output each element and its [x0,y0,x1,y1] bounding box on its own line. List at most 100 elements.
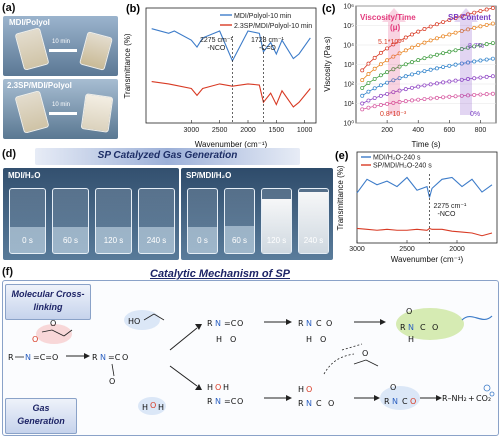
data-point [428,96,433,101]
data-point [453,30,458,35]
data-point [391,42,396,47]
data-point [416,58,421,63]
panel-d-left-caption: MDI/H₂O [8,171,41,180]
data-point [372,104,377,109]
vial-icon: 240 s [298,188,329,254]
svg-text:N: N [25,353,31,362]
urethane-product: O R N C O H [400,307,438,344]
released-catalyst: O [353,349,379,367]
vial-icon [80,93,114,133]
data-point [391,90,396,95]
data-point [472,59,477,64]
vial-liquid [96,227,131,253]
data-point [366,61,371,66]
arrow-icon [49,49,77,52]
data-point [453,62,458,67]
data-point [447,32,452,37]
data-point [372,86,377,91]
data-point [416,70,421,75]
rate-min: 0.8*10⁻³ [380,111,407,118]
series-line [362,75,493,104]
data-point [422,56,427,61]
data-point [459,61,464,66]
svg-text:O: O [122,353,128,362]
data-point [459,14,464,19]
data-point [366,81,371,85]
data-point [391,54,396,59]
svg-text:O: O [432,323,438,332]
svg-text:N: N [392,397,398,406]
isocyanate-structure: R N =C=O [8,353,58,362]
cross-linking-box: Molecular Cross-linking [5,284,91,320]
x-tick-label: 2000 [240,127,256,134]
series-line [361,42,493,89]
up-arrow-icon [382,8,406,115]
rate-max: 5.1*10⁻³ [378,39,405,46]
amine-product: R–NH₂ [442,394,467,403]
data-point [410,32,414,37]
vial-icon: 0 s [9,188,46,254]
svg-text:O: O [50,319,56,328]
svg-text:O: O [237,397,243,406]
bubble-icon [489,391,495,397]
data-point [385,101,390,106]
svg-text:H: H [223,383,229,392]
data-point [447,79,452,84]
data-point [447,63,452,68]
svg-text:N: N [215,319,221,328]
data-point [360,78,365,83]
vial-icon [14,27,50,71]
data-point [484,42,489,47]
sp-content-label: SP Content [448,13,491,22]
data-point [441,34,446,39]
data-point [453,78,458,83]
y-tick-label: 10⁶ [343,4,354,11]
data-point [453,94,458,99]
data-point [490,91,495,96]
vial-time-label: 120 s [103,236,124,245]
series-line [151,81,311,108]
svg-text:R: R [298,319,304,328]
svg-text:R: R [384,397,390,406]
annotation-text: 2275 cm⁻¹ [200,37,234,44]
data-point [366,72,371,76]
data-point [459,77,464,82]
annotation-sub: -NCO [207,45,225,52]
data-point [447,49,452,54]
data-point [478,92,483,97]
legend-label: MDI/H₂O-240 s [373,155,421,162]
series-line [361,7,493,71]
arrow-text: 10 min [52,39,71,45]
data-point [472,76,477,81]
data-point [378,50,383,55]
data-point [416,43,421,47]
data-point [366,98,371,103]
x-tick-label: 3000 [349,246,365,253]
y-tick-label: 10¹ [344,101,355,108]
data-point [428,82,433,87]
data-point [372,76,377,81]
data-point [410,85,414,90]
data-point [372,55,377,60]
x-tick-label: 200 [381,127,393,134]
svg-text:=C=O: =C=O [33,353,58,362]
panel-e-xlabel: Wavenumber (cm⁻¹) [391,255,464,264]
svg-text:HO: HO [128,317,140,326]
panel-f-title: Catalytic Mechanism of SP [150,268,290,280]
data-point [484,57,489,62]
data-point [422,83,427,88]
vial-time-label: 240 s [303,236,324,245]
y-tick-label: 10⁴ [343,43,354,50]
data-point [447,94,452,99]
panel-a-photo-top: MDI/Polyol 10 min [3,16,118,76]
data-point [441,80,446,85]
arrow-icon [49,112,77,115]
data-point [385,80,390,85]
data-point [360,101,365,106]
vial-icon: 120 s [261,188,292,254]
x-tick-label: 800 [475,127,487,134]
series-line [356,227,493,237]
